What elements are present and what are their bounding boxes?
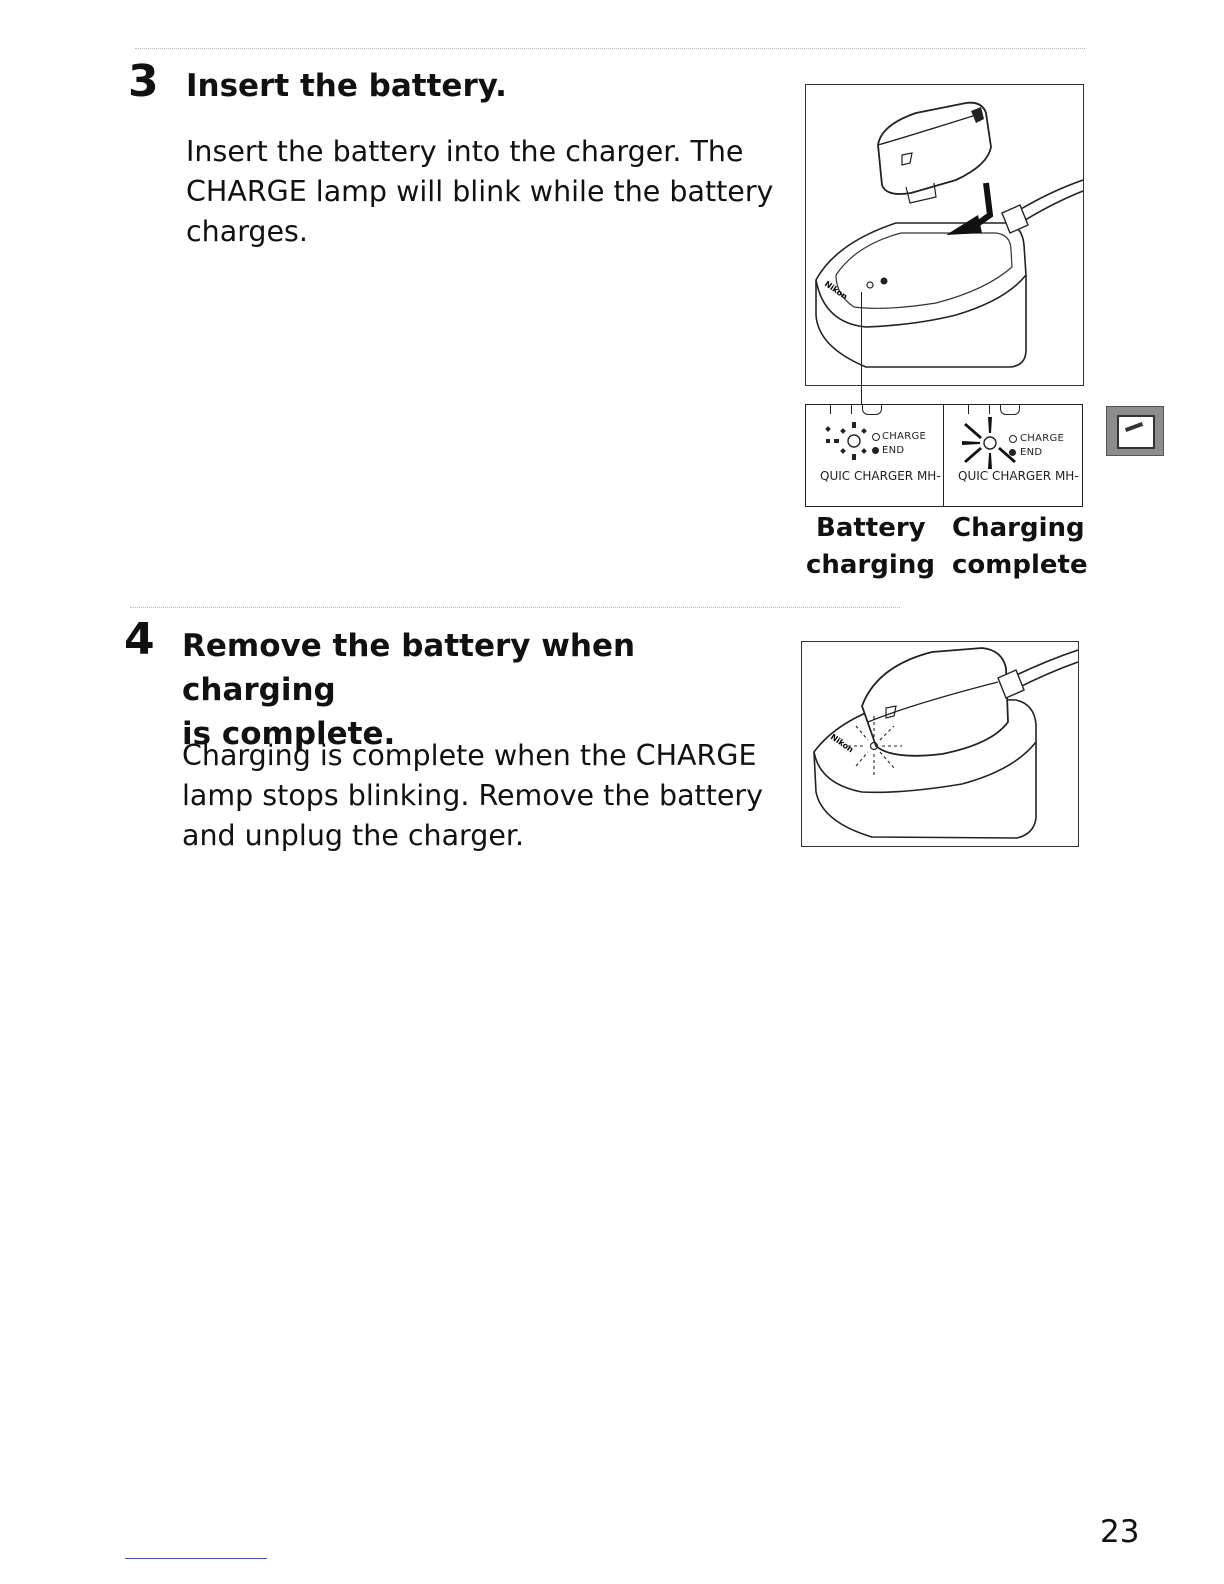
body-line: and unplug the charger. [182,819,525,852]
lamp-end-label: END [1020,447,1043,458]
charge-sun-icon [872,433,880,441]
body-line: charges. [186,215,308,248]
charger-model-label: QUIC CHARGER MH- [820,469,941,483]
end-dot-icon [1009,449,1016,456]
body-line: Charging is complete when the CHARGE [182,739,757,772]
caption-line: Charging [952,513,1085,543]
section-divider [135,48,1085,49]
page-number: 23 [1100,1514,1140,1550]
step-body: Charging is complete when the CHARGE lam… [182,736,782,856]
caption-line: charging [806,550,935,580]
step-title: Insert the battery. [186,68,507,104]
caption-charging-complete: Charging complete [952,510,1088,584]
panel-bottom-strip [943,484,1083,507]
step-title: Remove the battery when charging is comp… [182,624,782,756]
end-dot-icon [872,447,879,454]
caption-battery-charging: Battery charging [806,510,935,584]
step-number: 4 [124,614,155,665]
panel-bottom-strip [805,484,945,507]
lamp-leader-line [861,292,862,410]
body-line: lamp stops blinking. Remove the battery [182,779,764,812]
charger-model-label: QUIC CHARGER MH- [958,469,1079,483]
section-divider [130,607,900,608]
step-body: Insert the battery into the charger. The… [186,132,786,252]
title-line: Remove the battery when charging [182,628,636,708]
title-line: is complete. [182,716,396,752]
panel-tab [968,404,990,414]
remove-battery-illustration: Nikon [801,641,1079,847]
step-number: 3 [128,56,159,107]
panel-tab [830,404,852,414]
body-line: CHARGE lamp will blink while the battery [186,175,774,208]
blinking-lamp-icon [825,422,867,460]
lamp-charge-label: CHARGE [1020,433,1065,444]
caption-line: complete [952,550,1088,580]
insert-battery-illustration: Nikon [805,84,1084,386]
steady-lamp-icon [962,417,1016,469]
footer-rule [125,1558,267,1559]
caption-line: Battery [816,513,926,543]
charge-sun-icon [1009,435,1017,443]
lamp-panel-charging: CHARGE END QUIC CHARGER MH- [805,404,945,486]
lamp-end-label: END [882,445,905,456]
tab-icon-frame [1117,415,1155,449]
lamp-panel-complete: CHARGE END QUIC CHARGER MH- [943,404,1083,486]
body-line: Insert the battery into the charger. The [186,135,744,168]
lamp-charge-label: CHARGE [882,431,927,442]
panel-tab [1000,404,1020,415]
camera-setup-tab-icon [1106,406,1164,456]
panel-tab [862,404,882,415]
